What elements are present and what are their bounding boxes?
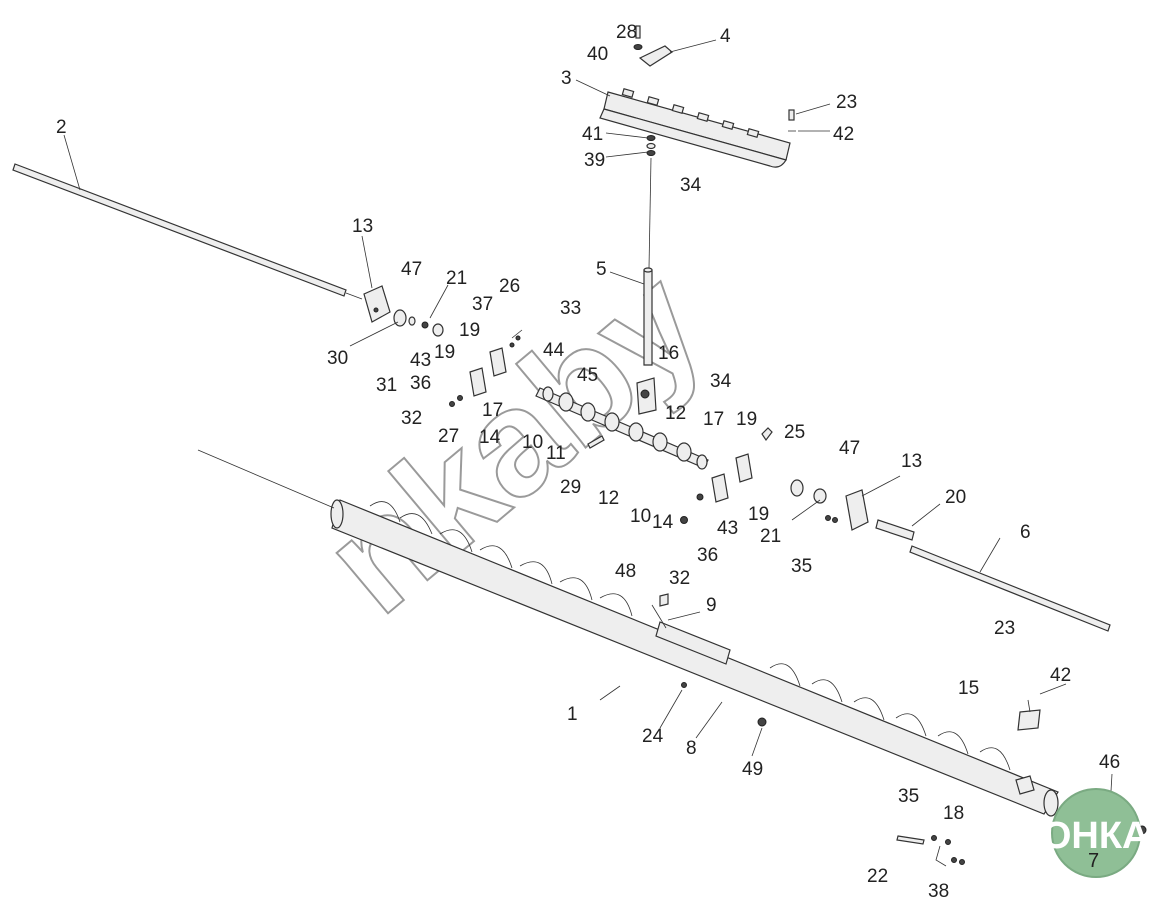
label-5: 5 (596, 259, 607, 280)
camshaft-part (535, 386, 709, 470)
label-10-left: 10 (522, 432, 543, 453)
label-45: 45 (577, 365, 598, 386)
label-18: 18 (943, 803, 964, 824)
label-34-mid: 34 (710, 371, 732, 392)
label-4: 4 (720, 26, 731, 47)
label-23-right: 23 (994, 618, 1015, 639)
washer-stack (646, 135, 656, 269)
label-26: 26 (499, 276, 520, 297)
top-bracket-part (633, 25, 796, 132)
right-links (587, 427, 773, 524)
right-shaft-part (909, 545, 1111, 632)
label-17-left: 17 (482, 400, 503, 421)
label-29: 29 (560, 477, 581, 498)
brand-logo: АГРОНКА 7 (968, 788, 1149, 878)
label-2: 2 (56, 117, 67, 138)
right-bearing-assembly (790, 479, 915, 541)
left-shaft-part (12, 163, 363, 300)
label-23-top: 23 (836, 92, 857, 113)
label-30: 30 (327, 348, 348, 369)
label-27: 27 (438, 426, 459, 447)
label-43-right: 43 (717, 518, 738, 539)
label-13-left: 13 (352, 216, 373, 237)
label-24: 24 (642, 726, 664, 747)
auger-tube-part (330, 499, 1059, 817)
label-21-right: 21 (760, 526, 781, 547)
label-37: 37 (472, 294, 493, 315)
label-42-top: 42 (833, 124, 854, 145)
label-40: 40 (587, 44, 608, 65)
label-36-left: 36 (410, 373, 431, 394)
label-19-c: 19 (736, 409, 757, 430)
cover-plate-part (599, 87, 791, 168)
label-44: 44 (543, 340, 565, 361)
label-7: 7 (1088, 850, 1099, 872)
label-8: 8 (686, 738, 697, 759)
label-32-right: 32 (669, 568, 690, 589)
label-35-bottom: 35 (898, 786, 919, 807)
label-36-right: 36 (697, 545, 718, 566)
label-31: 31 (376, 375, 397, 396)
label-21-left: 21 (446, 268, 467, 289)
logo-text: АГРОНКА (968, 815, 1149, 857)
label-20: 20 (945, 487, 966, 508)
leader-lines (63, 39, 1113, 809)
callout-labels: 28 40 4 3 23 42 41 39 34 2 13 5 47 21 26… (56, 22, 1120, 902)
label-19-b: 19 (434, 342, 455, 363)
label-47-left: 47 (401, 259, 422, 280)
label-3: 3 (561, 68, 572, 89)
label-11: 11 (546, 443, 566, 464)
label-17-right: 17 (703, 409, 724, 430)
label-48: 48 (615, 561, 636, 582)
label-10-right: 10 (630, 506, 651, 527)
label-1: 1 (567, 704, 578, 725)
label-25: 25 (784, 422, 805, 443)
label-28: 28 (616, 22, 637, 43)
label-9: 9 (706, 595, 717, 616)
label-34-top: 34 (680, 175, 702, 196)
label-38: 38 (928, 881, 949, 902)
label-14-left: 14 (479, 427, 501, 448)
label-16: 16 (658, 343, 679, 364)
label-43-left: 43 (410, 350, 431, 371)
vertical-post-part (636, 267, 657, 415)
label-41: 41 (582, 124, 603, 145)
label-6: 6 (1020, 522, 1031, 543)
label-46: 46 (1099, 752, 1120, 773)
label-35-mid: 35 (791, 556, 812, 577)
label-49: 49 (742, 759, 763, 780)
label-22: 22 (867, 866, 888, 887)
label-42-right: 42 (1050, 665, 1071, 686)
label-19-a: 19 (459, 320, 480, 341)
label-19-d: 19 (748, 504, 769, 525)
label-33: 33 (560, 298, 581, 319)
left-links (449, 329, 523, 407)
left-bearing-assembly (363, 285, 444, 337)
label-15: 15 (958, 678, 979, 699)
label-14-right: 14 (652, 512, 674, 533)
label-39: 39 (584, 150, 605, 171)
label-32-left: 32 (401, 408, 422, 429)
label-47-right: 47 (839, 438, 860, 459)
label-12-top: 12 (665, 403, 686, 424)
label-13-right: 13 (901, 451, 922, 472)
label-12-bottom: 12 (598, 488, 619, 509)
